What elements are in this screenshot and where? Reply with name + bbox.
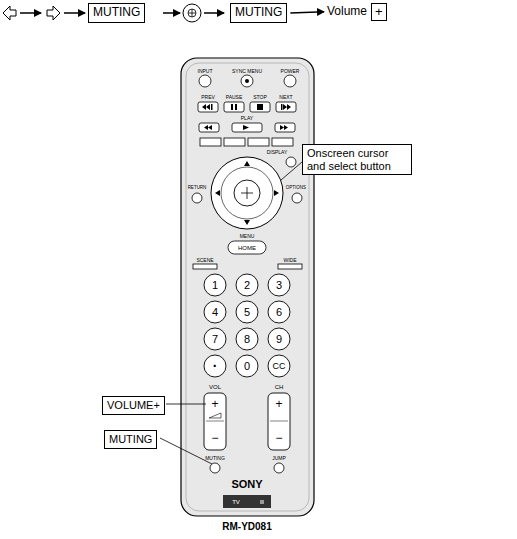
button-label: PLAY [241, 116, 253, 121]
button-label: SYNC MENU [232, 69, 262, 74]
button-label: DISPLAY [267, 150, 288, 155]
button-label: RETURN [188, 186, 207, 191]
remote-body [181, 58, 314, 516]
button-label: 7 [212, 334, 218, 345]
button-label: 6 [276, 307, 282, 318]
button-label: − [275, 432, 282, 444]
box-text: Volume [327, 5, 367, 19]
sequence-arrow [20, 12, 41, 14]
button-label: POWER [281, 69, 300, 74]
button-label: 9 [276, 334, 282, 345]
button-label: MUTING [205, 456, 225, 461]
callout-box: Onscreen cursor and select button [302, 144, 412, 175]
button-label: 1 [212, 280, 218, 291]
sequence-arrow [163, 12, 180, 14]
box-text: MUTING [235, 5, 282, 19]
key-box: MUTING [88, 3, 145, 23]
leader-line [160, 438, 212, 464]
key-box: MUTING [230, 3, 287, 23]
button-label: WIDE [283, 258, 296, 263]
left-arrow-symbol [3, 6, 16, 20]
volume-key: Volume + [327, 3, 387, 21]
button-label: STOP [253, 95, 267, 100]
sequence-arrow [64, 12, 85, 14]
box-text: Onscreen cursor and select button [307, 147, 391, 172]
sequence-arrow [290, 12, 324, 13]
button-label: 8 [244, 334, 250, 345]
box-text: VOLUME+ [107, 399, 160, 411]
select-button-symbol [183, 4, 201, 22]
box-text: MUTING [109, 433, 152, 445]
button-label: 3 [276, 280, 282, 291]
button-label: TV [232, 499, 240, 505]
callout-box: MUTING [104, 430, 157, 449]
model-number: RM-YD081 [222, 522, 271, 532]
button-label: + [275, 398, 282, 410]
right-arrow-symbol [47, 6, 60, 20]
leader-line [281, 162, 302, 180]
button-label: CH [275, 384, 284, 390]
button-label: · [213, 359, 218, 373]
button-label: HOME [238, 245, 256, 251]
box-text: MUTING [93, 5, 140, 19]
button-label: 4 [212, 307, 218, 318]
leader-line [166, 404, 206, 405]
button-label: PREV [201, 95, 215, 100]
button-label: PAUSE [226, 95, 243, 100]
button-label: CC [273, 362, 286, 371]
button-label: + [211, 398, 218, 410]
sequence-arrow [204, 12, 224, 14]
button-label: MENU [240, 234, 255, 239]
button-label: JUMP [272, 456, 286, 461]
callout-box: VOLUME+ [102, 396, 165, 415]
button-label: − [211, 432, 218, 444]
button-label: SONY [231, 479, 262, 490]
button-label: OPTIONS [286, 186, 306, 191]
button-label: SCENE [196, 258, 213, 263]
button-label: 0 [244, 361, 250, 372]
button-label: INPUT [198, 69, 213, 74]
button-label: VOL [209, 384, 221, 390]
key-symbol: + [371, 3, 387, 21]
button-label: 2 [244, 280, 250, 291]
button-label: 5 [244, 307, 250, 318]
button-label: NEXT [279, 95, 292, 100]
